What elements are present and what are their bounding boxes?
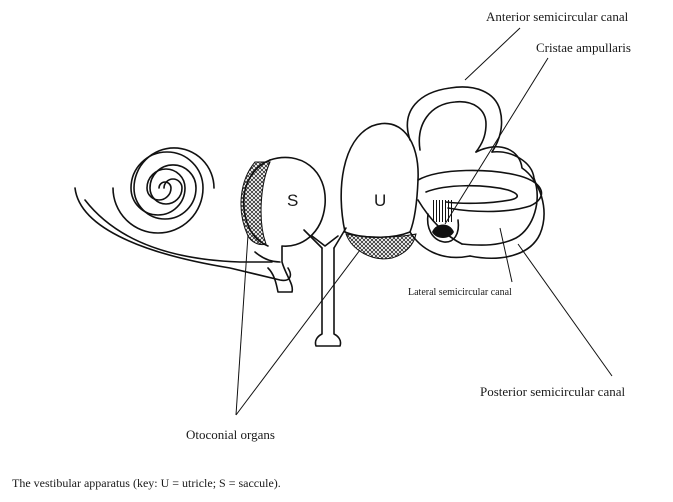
label-cristae-ampullaris: Cristae ampullaris [536, 41, 631, 54]
figure-caption: The vestibular apparatus (key: U = utric… [12, 476, 281, 491]
saccule [241, 157, 325, 292]
label-lateral-semicircular-canal: Lateral semicircular canal [408, 288, 512, 298]
label-posterior-semicircular-canal: Posterior semicircular canal [480, 385, 625, 398]
label-otoconial-organs: Otoconial organs [186, 428, 275, 441]
semicircular-canals [407, 87, 544, 258]
label-utricle-key: U [374, 192, 386, 209]
label-saccule-key: S [287, 192, 298, 209]
endolymphatic-duct [304, 228, 346, 346]
label-anterior-semicircular-canal: Anterior semicircular canal [486, 10, 628, 23]
leader-anterior [465, 28, 520, 80]
leader-lines [236, 28, 612, 415]
leader-cristae [445, 58, 548, 224]
leader-lateral [500, 228, 512, 282]
leader-otoconial-utricle [236, 250, 360, 415]
leader-posterior [518, 244, 612, 376]
